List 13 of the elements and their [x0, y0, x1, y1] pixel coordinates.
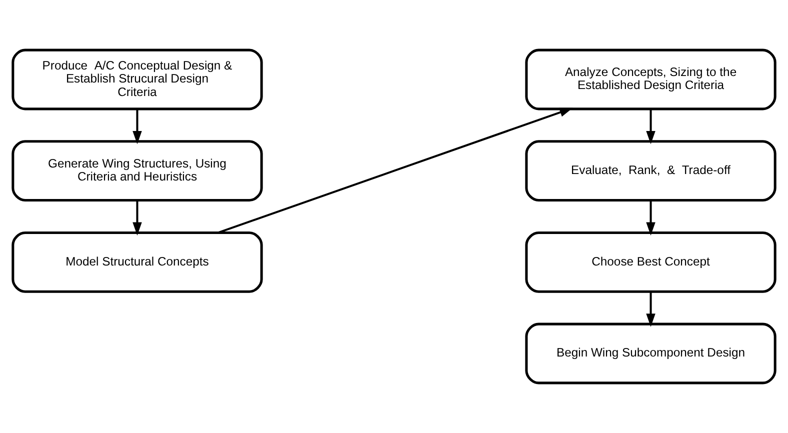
node-box: Evaluate, Rank, & Trade-off [525, 140, 776, 202]
node-box: Produce A/C Conceptual Design & Establish Strucural Design Criteria [12, 48, 263, 110]
node-box: Choose Best Concept [525, 231, 776, 293]
node-box: Analyze Concepts, Sizing to the Established Design Criteria [525, 48, 776, 110]
arrow [132, 200, 142, 236]
node-box: Generate Wing Structures, Using Criteria and Heuristics [12, 140, 263, 202]
arrow [646, 292, 656, 327]
node-box: Model Structural Concepts [12, 231, 263, 293]
arrow [132, 109, 142, 144]
arrow [646, 109, 656, 144]
arrow [218, 108, 573, 234]
arrow [646, 200, 656, 236]
node-box: Begin Wing Subcomponent Design [525, 322, 776, 384]
